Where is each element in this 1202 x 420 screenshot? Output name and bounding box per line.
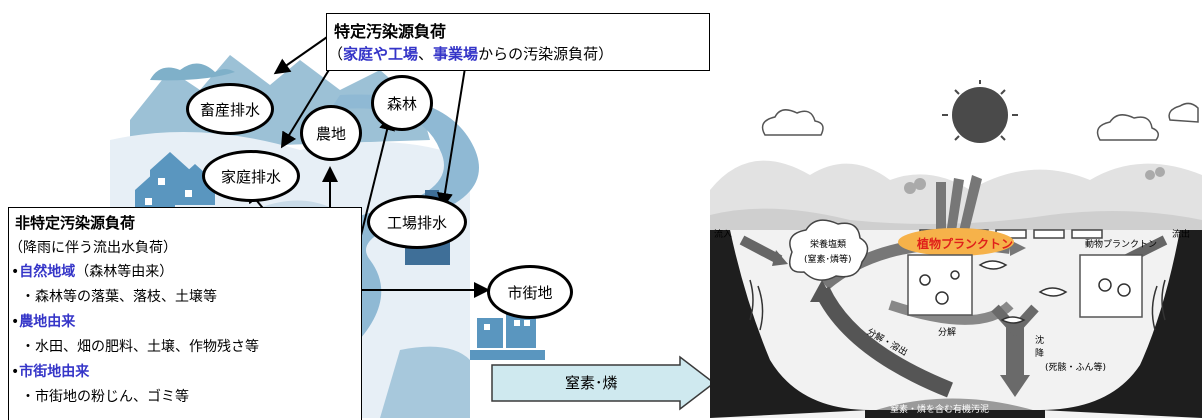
list-item-detail: ・市街地の粉じん、ゴミ等 [21, 389, 189, 405]
oval-urban-area: 市街地 [487, 265, 573, 319]
decomposition-label: 分解 [938, 328, 957, 338]
list-item-detail: ・水田、畑の肥料、土壌、作物残さ等 [21, 339, 259, 355]
zooplankton-label: 動物プランクトン [1085, 240, 1158, 250]
point-source-box: 特定汚染源負荷 （家庭や工場、事業場からの汚染源負荷） [326, 13, 710, 71]
nutrients-label: 栄養塩類 [810, 240, 847, 250]
list-item-urban: •市街地由来 [11, 364, 90, 380]
oval-factory-wastewater: 工場排水 [367, 195, 467, 249]
sludge-label: 窒素・燐を含む有機汚泥 [890, 405, 990, 415]
oval-farmland: 農地 [300, 105, 362, 161]
lake-ecosystem-illustration [710, 80, 1202, 418]
nonpoint-source-box: 非特定汚染源負荷 （降雨に伴う流出水負荷） •自然地域（森林等由来） ・森林等の… [8, 207, 362, 420]
list-item-natural-area: •自然地域（森林等由来） [11, 264, 174, 280]
oval-household-wastewater: 家庭排水 [202, 150, 300, 202]
oval-forest: 森林 [371, 75, 433, 131]
nonpoint-source-subtitle: （降雨に伴う流出水負荷） [9, 240, 177, 256]
list-item-detail: ・森林等の落葉、落枝、土壌等 [21, 289, 217, 305]
nonpoint-source-title: 非特定汚染源負荷 [15, 214, 136, 232]
point-source-description: （家庭や工場、事業場からの汚染源負荷） [328, 45, 614, 63]
sinking-label-2: 降 [1035, 349, 1045, 359]
list-item-farmland: •農地由来 [11, 314, 76, 330]
oval-livestock-wastewater: 畜産排水 [186, 83, 274, 135]
phytoplankton-label: 植物プランクトン [917, 237, 1014, 251]
nitrogen-phosphorus-arrow [491, 355, 716, 411]
sinking-label-1: 沈 [1035, 336, 1045, 346]
nutrients-sub-label: (窒素･燐等) [804, 255, 852, 265]
arrow-label: 窒素･燐 [565, 374, 618, 392]
point-source-title: 特定汚染源負荷 [334, 22, 447, 41]
outflow-label: 流出 [1172, 230, 1191, 240]
dead-matter-label: (死骸・ふん等) [1045, 363, 1107, 373]
inflow-label: 流入 [714, 230, 733, 240]
